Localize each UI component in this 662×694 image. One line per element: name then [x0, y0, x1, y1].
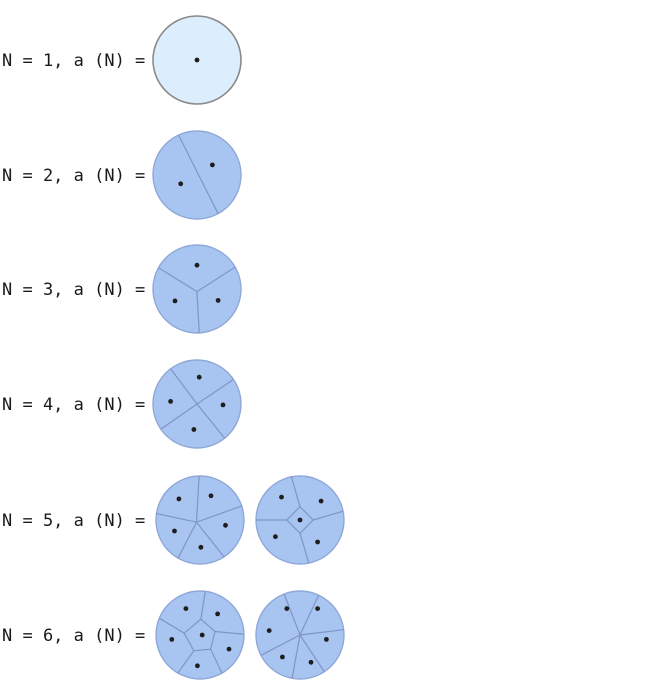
site-point	[196, 374, 202, 380]
configuration-2	[255, 590, 345, 680]
cell-boundary	[155, 512, 197, 523]
disk-outline	[152, 244, 242, 334]
site-point	[324, 637, 329, 642]
row-label: N = 6, a (N) = 2	[2, 626, 166, 646]
cell-boundary	[183, 618, 216, 652]
configuration-1	[152, 130, 242, 220]
row-5: N = 5, a (N) = 2	[2, 475, 345, 565]
cell-boundary	[290, 475, 301, 507]
configuration-2	[255, 475, 345, 565]
cell-boundary	[200, 591, 206, 620]
site-point	[178, 181, 184, 187]
cell-boundary	[291, 634, 301, 679]
cell-boundary	[210, 648, 223, 674]
site-point	[215, 611, 221, 617]
cell-boundary	[299, 629, 344, 636]
cell-boundary	[177, 521, 198, 559]
cell-boundary	[196, 403, 226, 439]
configuration-1	[152, 359, 242, 449]
site-point	[279, 494, 284, 500]
cell-boundary	[299, 595, 320, 636]
site-point	[168, 399, 174, 404]
site-point	[297, 517, 303, 523]
site-point	[280, 654, 285, 660]
site-point	[215, 298, 221, 303]
cell-boundary	[170, 368, 198, 405]
site-point	[194, 57, 200, 63]
cell-boundary	[196, 521, 225, 558]
disk-outline	[152, 130, 242, 220]
site-point	[315, 606, 320, 611]
site-point	[172, 298, 178, 304]
site-point	[199, 632, 205, 638]
row-label: N = 4, a (N) = 1	[2, 395, 166, 415]
row-label: N = 2, a (N) = 1	[2, 166, 166, 186]
cell-boundary	[196, 266, 236, 293]
site-point	[210, 162, 215, 168]
cell-boundary	[158, 267, 198, 293]
cell-boundary	[177, 134, 219, 214]
cell-boundary	[196, 378, 234, 405]
configuration-1	[152, 244, 242, 334]
site-point	[176, 496, 182, 502]
cell-boundary	[196, 505, 243, 523]
site-point	[208, 493, 214, 499]
disk-outline	[155, 475, 245, 565]
site-point	[195, 663, 200, 669]
cell-boundary	[177, 650, 195, 674]
site-point	[315, 539, 320, 545]
site-point	[172, 528, 177, 534]
site-point	[183, 606, 189, 611]
site-point	[198, 544, 204, 550]
site-point	[223, 522, 228, 528]
row-label: N = 3, a (N) = 1	[2, 280, 166, 300]
site-point	[226, 646, 232, 652]
cell-boundary	[299, 634, 325, 672]
cell-boundary	[299, 533, 310, 564]
row-4: N = 4, a (N) = 1	[2, 359, 242, 449]
site-point	[194, 262, 200, 268]
site-point	[220, 402, 226, 408]
site-point	[308, 659, 314, 665]
row-label: N = 1, a (N) = 1	[2, 51, 166, 71]
row-label: N = 5, a (N) = 2	[2, 511, 166, 531]
site-point	[318, 498, 324, 504]
cell-boundary	[214, 630, 244, 635]
configuration-1	[155, 475, 245, 565]
configuration-1	[155, 590, 245, 680]
row-2: N = 2, a (N) = 1	[2, 130, 242, 220]
cell-boundary	[313, 510, 344, 521]
site-point	[284, 606, 290, 611]
configuration-1	[152, 15, 242, 105]
site-point	[169, 637, 175, 642]
site-point	[266, 628, 272, 633]
cell-boundary	[160, 403, 198, 430]
site-point	[191, 427, 197, 432]
cell-boundary	[159, 617, 185, 634]
row-1: N = 1, a (N) = 1	[2, 15, 242, 105]
site-point	[273, 534, 278, 540]
cell-boundary	[261, 634, 301, 656]
cell-boundary	[283, 593, 301, 636]
cell-boundary	[195, 475, 200, 523]
row-3: N = 3, a (N) = 1	[2, 244, 242, 334]
cell-boundary	[196, 291, 200, 334]
row-6: N = 6, a (N) = 2	[2, 590, 345, 680]
